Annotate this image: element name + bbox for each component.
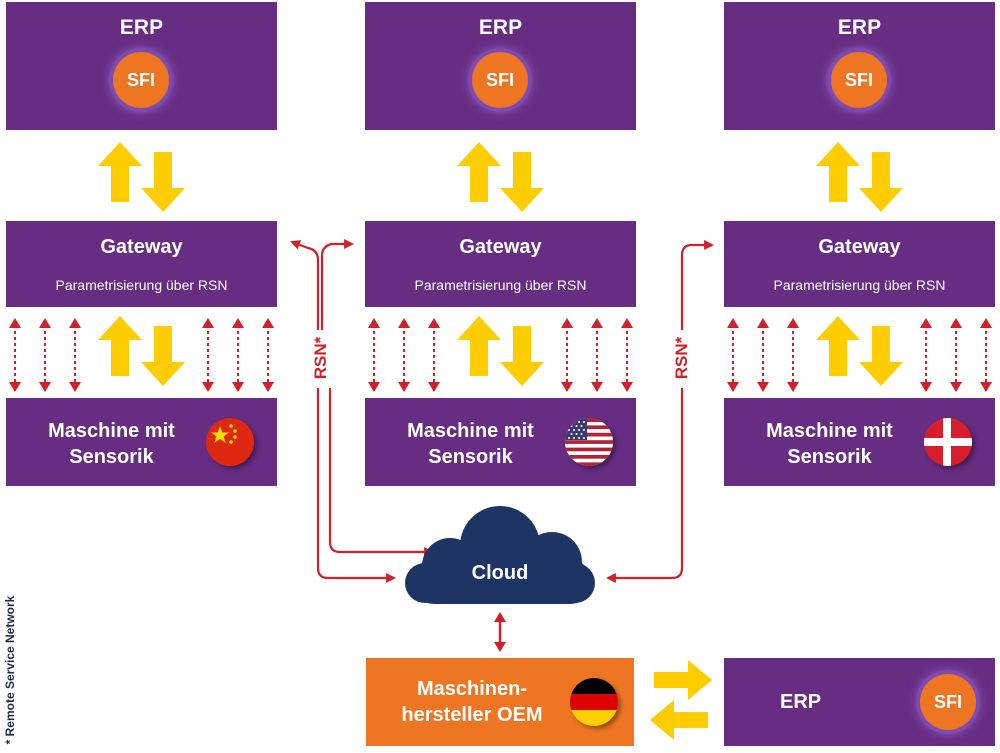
machine-box-1: Maschine mit Sensorik xyxy=(6,398,277,486)
footnote: * Remote Service Network xyxy=(3,595,17,745)
erp-box-bottom: ERP SFI xyxy=(724,658,995,746)
rsn-label-left: RSN* xyxy=(311,336,330,380)
oem-title-line2: hersteller OEM xyxy=(401,704,543,726)
sensor-arrows-1 xyxy=(8,317,275,393)
erp-box-1: ERP SFI xyxy=(6,2,277,130)
machine-title: Maschine mit Sensorik xyxy=(766,420,893,468)
cloud-oem-arrow xyxy=(494,612,506,652)
cloud-icon xyxy=(405,506,595,604)
erp-gateway-arrows-1 xyxy=(98,142,185,212)
gateway-machine-arrows-1 xyxy=(98,316,185,386)
gateway-box-3: Gateway Parametrisierung über RSN xyxy=(724,221,995,307)
erp-title: ERP xyxy=(478,16,523,39)
rsn-connector-right xyxy=(606,240,714,583)
erp-gateway-arrows-2 xyxy=(457,142,544,212)
sfi-badge: SFI xyxy=(113,52,169,108)
denmark-flag-icon xyxy=(924,418,972,466)
gateway-machine-arrows-2 xyxy=(457,316,544,386)
erp-title: ERP xyxy=(119,16,164,39)
erp-gateway-arrows-3 xyxy=(816,142,903,212)
gateway-box-1: Gateway Parametrisierung über RSN xyxy=(6,221,277,307)
oem-erp-arrows xyxy=(650,660,712,740)
sensor-arrows-3 xyxy=(726,317,993,393)
rsn-label-right: RSN* xyxy=(672,336,691,380)
oem-title-line1: Maschinen- xyxy=(416,678,528,700)
gateway-subtitle: Parametrisierung über RSN xyxy=(414,277,587,293)
machine-box-2: Maschine mit Sensorik xyxy=(365,398,636,486)
rsn-connector-left xyxy=(290,239,434,583)
cloud-label: Cloud xyxy=(471,562,529,584)
gateway-subtitle: Parametrisierung über RSN xyxy=(55,277,228,293)
erp-box-3: ERP SFI xyxy=(724,2,995,130)
sfi-badge: SFI xyxy=(920,674,976,730)
gateway-machine-arrows-3 xyxy=(816,316,903,386)
germany-flag-icon xyxy=(570,678,618,726)
gateway-subtitle: Parametrisierung über RSN xyxy=(773,277,946,293)
erp-title: ERP xyxy=(780,691,822,713)
gateway-box-2: Gateway Parametrisierung über RSN xyxy=(365,221,636,307)
machine-box-3: Maschine mit Sensorik xyxy=(724,398,995,486)
machine-title: Maschine mit Sensorik xyxy=(48,420,175,468)
oem-box: Maschinen- hersteller OEM xyxy=(366,658,634,746)
erp-title: ERP xyxy=(837,16,882,39)
sensor-arrows-2 xyxy=(367,317,634,393)
machine-title: Maschine mit Sensorik xyxy=(407,420,534,468)
sfi-badge: SFI xyxy=(831,52,887,108)
sfi-badge: SFI xyxy=(472,52,528,108)
gateway-title: Gateway xyxy=(459,236,542,258)
usa-flag-icon xyxy=(565,418,613,466)
erp-box-2: ERP SFI xyxy=(365,2,636,130)
gateway-title: Gateway xyxy=(818,236,901,258)
oem-title: Maschinen- hersteller OEM xyxy=(382,676,562,728)
china-flag-icon xyxy=(206,418,254,466)
gateway-title: Gateway xyxy=(100,236,183,258)
